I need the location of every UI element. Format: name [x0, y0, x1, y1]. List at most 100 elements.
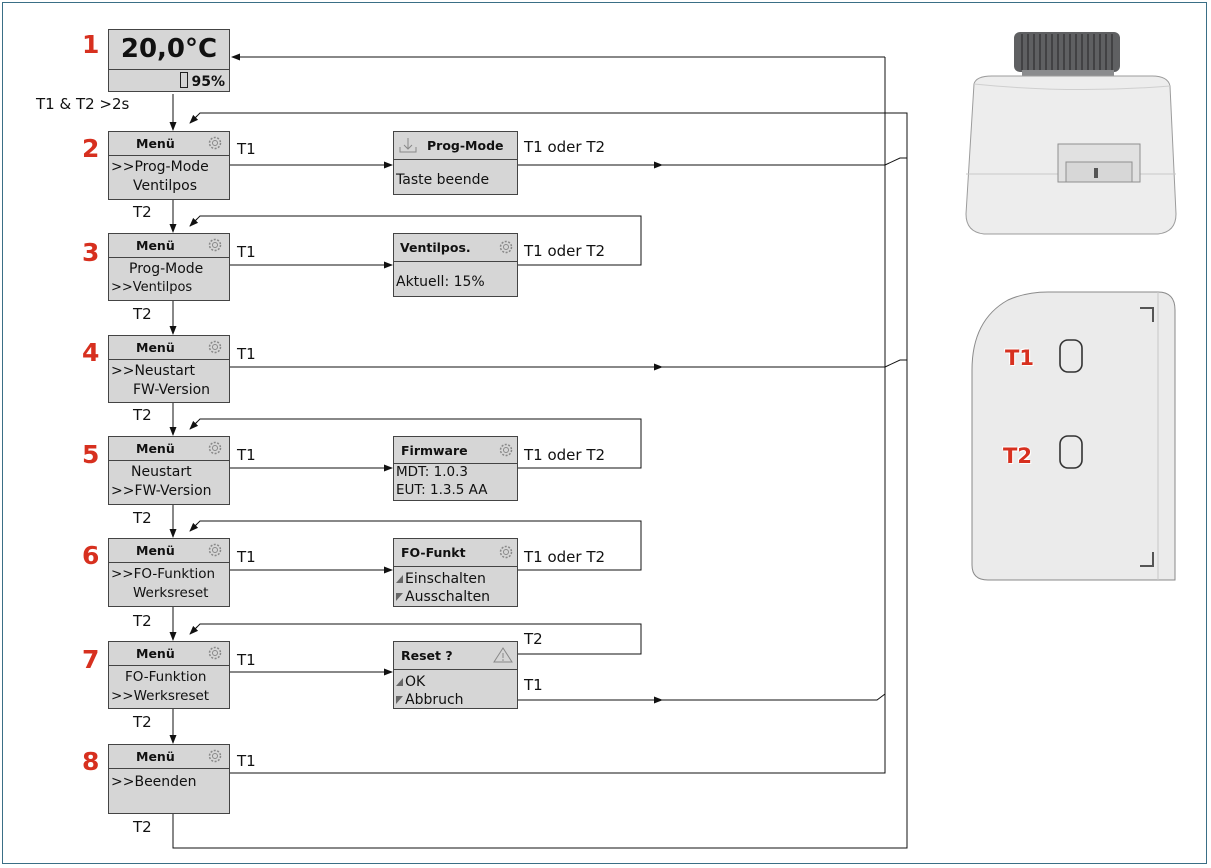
- entry-condition: T1 & T2 >2s: [36, 95, 130, 113]
- warning-icon: [493, 647, 513, 663]
- menu-title: Menü: [136, 749, 175, 764]
- step-number-3: 3: [82, 238, 100, 267]
- gear-icon: [208, 136, 222, 150]
- menu-screen-3: Menü Prog-Mode >>Ventilpos: [108, 233, 230, 301]
- menu-title: Menü: [136, 238, 175, 253]
- step-number-8: 8: [82, 747, 100, 776]
- gear-icon: [499, 443, 513, 457]
- step-number-5: 5: [82, 440, 100, 469]
- menu-line-2: >>Ventilpos: [111, 280, 193, 295]
- gear-icon: [499, 545, 513, 559]
- step-number-4: 4: [82, 338, 100, 367]
- menu-line-1: >>Neustart: [111, 363, 196, 379]
- loop-beenden-to-menu2: [172, 112, 908, 849]
- menu-line-2: >>FW-Version: [111, 483, 212, 499]
- up-triangle-icon: [396, 575, 403, 583]
- key-label-t1: T1: [237, 446, 256, 464]
- prog-mode-line-1: Taste beende: [396, 172, 490, 188]
- gear-icon: [208, 340, 222, 354]
- step-number-1: 1: [82, 30, 100, 59]
- firmware-screen: Firmware MDT: 1.0.3 EUT: 1.3.5 AA: [393, 436, 518, 501]
- ventilpos-screen: Ventilpos. Aktuell: 15%: [393, 233, 518, 297]
- menu-screen-2: Menü >>Prog-Mode Ventilpos: [108, 131, 230, 200]
- button-t1-shape: [1059, 339, 1083, 373]
- menu-title: Menü: [136, 441, 175, 456]
- key-label-t2: T2: [133, 818, 152, 836]
- menu-line-1: FO-Funktion: [125, 669, 207, 685]
- menu-screen-7: Menü FO-Funktion >>Werksreset: [108, 641, 230, 709]
- down-triangle-icon: [396, 696, 403, 704]
- menu-line-1: >>FO-Funktion: [111, 566, 216, 582]
- fo-funkt-line-1: Einschalten: [405, 571, 486, 587]
- reset-line-1: OK: [405, 674, 426, 690]
- menu-line-1: Neustart: [131, 464, 192, 480]
- gear-icon: [208, 238, 222, 252]
- step-number-2: 2: [82, 134, 100, 163]
- menu-title: Menü: [136, 646, 175, 661]
- key-label-t2: T2: [133, 203, 152, 221]
- key-label-t2: T2: [524, 630, 543, 648]
- gear-icon: [208, 646, 222, 660]
- up-triangle-icon: [396, 678, 403, 686]
- firmware-line-2: EUT: 1.3.5 AA: [396, 482, 488, 498]
- menu-screen-6: Menü >>FO-Funktion Werksreset: [108, 538, 230, 607]
- firmware-title: Firmware: [401, 443, 468, 458]
- gear-icon: [208, 543, 222, 557]
- step-number-7: 7: [82, 645, 100, 674]
- menu-line-1: >>Beenden: [111, 774, 197, 790]
- menu-line-2: >>Werksreset: [111, 688, 210, 704]
- key-label-t2: T2: [133, 713, 152, 731]
- start-screen: 20,0°C 95%: [108, 29, 230, 92]
- reset-line-2: Abbruch: [405, 692, 464, 708]
- actuator-button-face: [971, 291, 1176, 581]
- key-label-t1: T1: [237, 548, 256, 566]
- reset-title: Reset ?: [401, 648, 453, 663]
- menu-line-1: Prog-Mode: [129, 261, 204, 277]
- key-label-t1-or-t2: T1 oder T2: [524, 138, 606, 156]
- menu-title: Menü: [136, 340, 175, 355]
- down-triangle-icon: [396, 593, 403, 601]
- device-button-t2-label: T2: [1003, 444, 1032, 468]
- menu-line-1: >>Prog-Mode: [111, 159, 209, 175]
- menu-title: Menü: [136, 543, 175, 558]
- key-label-t1: T1: [237, 243, 256, 261]
- ventilpos-line-1: Aktuell: 15%: [396, 274, 485, 290]
- fo-funkt-title: FO-Funkt: [401, 545, 466, 560]
- actuator-side-view: [965, 32, 1177, 235]
- key-label-t1: T1: [237, 345, 256, 363]
- menu-screen-5: Menü Neustart >>FW-Version: [108, 436, 230, 505]
- gear-icon: [208, 441, 222, 455]
- menu-line-2: Werksreset: [133, 585, 209, 601]
- ventilpos-title: Ventilpos.: [400, 240, 471, 255]
- menu-line-2: FW-Version: [133, 382, 211, 398]
- line-reset-ok: [518, 693, 886, 701]
- menu-screen-8: Menü >>Beenden: [108, 744, 230, 814]
- menu-screen-4: Menü >>Neustart FW-Version: [108, 335, 230, 403]
- prog-mode-screen: Prog-Mode Taste beende: [393, 131, 518, 195]
- key-label-t1: T1: [237, 651, 256, 669]
- key-label-t2: T2: [133, 612, 152, 630]
- menu-line-2: Ventilpos: [133, 178, 197, 194]
- reset-screen: Reset ? OK Abbruch: [393, 641, 518, 709]
- line-exit-to-start: [230, 57, 886, 774]
- battery-icon: [180, 72, 189, 88]
- button-t2-shape: [1059, 435, 1083, 469]
- prog-mode-title: Prog-Mode: [427, 138, 504, 153]
- gear-icon: [208, 749, 222, 763]
- key-label-t1-or-t2: T1 oder T2: [524, 242, 606, 260]
- device-button-t1-label: T1: [1005, 346, 1034, 370]
- fo-funkt-screen: FO-Funkt Einschalten Ausschalten: [393, 538, 518, 607]
- battery-level: 95%: [191, 74, 225, 90]
- menu-title: Menü: [136, 136, 175, 151]
- temperature-display: 20,0°C: [109, 30, 229, 70]
- key-label-t1: T1: [524, 676, 543, 694]
- fo-funkt-line-2: Ausschalten: [405, 589, 491, 605]
- key-label-t2: T2: [133, 305, 152, 323]
- firmware-line-1: MDT: 1.0.3: [396, 464, 468, 480]
- key-label-t1-or-t2: T1 oder T2: [524, 548, 606, 566]
- key-label-t1-or-t2: T1 oder T2: [524, 446, 606, 464]
- key-label-t2: T2: [133, 406, 152, 424]
- key-label-t1: T1: [237, 752, 256, 770]
